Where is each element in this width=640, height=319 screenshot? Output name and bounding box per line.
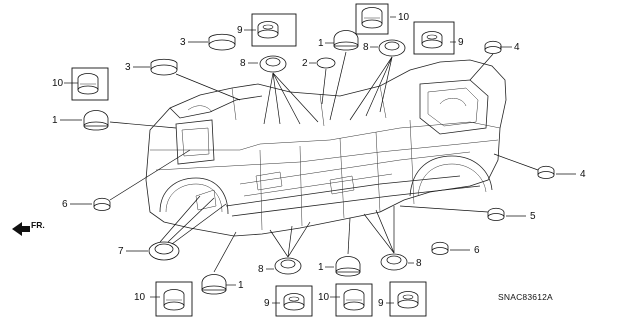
callout-number: 6	[474, 245, 480, 256]
callout[interactable]: 10	[318, 283, 373, 317]
callout-number: 8	[416, 258, 422, 269]
callout-number: 1	[52, 115, 58, 126]
callout[interactable]: 9	[264, 285, 313, 317]
grommet-icon	[83, 110, 109, 127]
callout-number: 1	[238, 280, 244, 291]
grommet-icon	[397, 299, 419, 309]
callout[interactable]: 6	[431, 241, 480, 256]
grommet-icon	[361, 19, 383, 29]
grommet-icon	[259, 55, 287, 73]
grommet-icon	[93, 203, 111, 211]
callout-number: 4	[580, 169, 586, 180]
callout[interactable]: 3	[125, 58, 241, 101]
callout-number: 3	[125, 62, 131, 73]
callout-number: 1	[318, 38, 324, 49]
callout[interactable]: 9	[413, 21, 464, 55]
diagram-code: SNAC83612A	[498, 292, 553, 302]
front-direction-arrow: FR.	[12, 220, 45, 236]
callout[interactable]: 7	[118, 195, 227, 261]
grommet-icon	[201, 274, 227, 291]
callout[interactable]: 10	[52, 67, 109, 101]
callout-number: 4	[514, 42, 520, 53]
callout[interactable]: 8	[349, 39, 406, 121]
callout-number: 5	[530, 211, 536, 222]
callout-number: 3	[180, 37, 186, 48]
grommet-icon	[343, 301, 365, 311]
callout-number: 9	[237, 25, 243, 36]
callout-number: 7	[118, 246, 124, 257]
callout-number: 10	[318, 292, 330, 303]
callout[interactable]: 8	[240, 55, 319, 125]
grommet-icon	[283, 301, 305, 311]
front-label: FR.	[31, 220, 45, 230]
callout[interactable]: 10	[134, 281, 193, 317]
callout-number: 9	[378, 298, 384, 309]
callout-number: 10	[52, 78, 64, 89]
callout[interactable]: 3	[180, 33, 236, 51]
callout[interactable]: 8	[363, 206, 422, 271]
callout-number: 10	[134, 292, 146, 303]
callout-number: 1	[318, 262, 324, 273]
grommet-icon	[316, 57, 336, 69]
callout[interactable]: 9	[237, 13, 297, 47]
callout[interactable]: 9	[378, 281, 427, 317]
callout[interactable]: 1	[318, 30, 359, 121]
grommet-icon	[274, 257, 302, 275]
grommet-icon	[537, 171, 555, 179]
callout[interactable]: 6	[62, 149, 191, 211]
grommet-icon	[150, 64, 178, 76]
callout[interactable]: 10	[355, 3, 410, 35]
grommet-icon	[333, 30, 359, 47]
callout[interactable]: 5	[399, 205, 536, 222]
grommet-icon	[208, 39, 236, 51]
callout-number: 9	[458, 37, 464, 48]
callout[interactable]: 4	[469, 40, 520, 81]
grommet-icon	[148, 241, 180, 261]
grommet-icon	[257, 29, 279, 39]
callout[interactable]: 1	[52, 110, 177, 131]
callout-number: 8	[240, 58, 246, 69]
callout-number: 8	[258, 264, 264, 275]
callout[interactable]: 1	[201, 231, 244, 295]
arrow-left-icon	[12, 222, 30, 236]
grommet-icon	[431, 247, 449, 255]
callout[interactable]: 2	[302, 57, 336, 105]
grommet-icon	[378, 39, 406, 57]
callout-number: 6	[62, 199, 68, 210]
grommet-icon	[163, 301, 185, 311]
callout-number: 2	[302, 58, 308, 69]
callout[interactable]: 1	[318, 217, 361, 277]
grommet-icon	[421, 39, 443, 49]
grommet-icon	[484, 46, 502, 54]
grommet-icon	[487, 213, 505, 221]
callout-number: 10	[398, 12, 410, 23]
callout-number: 9	[264, 298, 270, 309]
callout[interactable]: 4	[493, 153, 586, 180]
vehicle-underbody-drawing	[145, 59, 507, 237]
grommet-icon	[77, 85, 99, 95]
callout-number: 8	[363, 42, 369, 53]
callout[interactable]: 8	[258, 221, 311, 275]
grommet-icon	[335, 256, 361, 273]
grommet-icon	[380, 253, 408, 271]
